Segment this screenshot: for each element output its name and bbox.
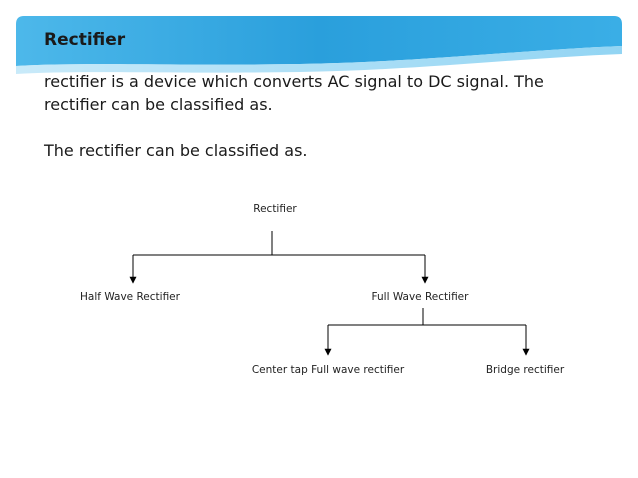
classification-paragraph: The rectifier can be classified as. <box>44 141 308 160</box>
node-center-tap-rectifier: Center tap Full wave rectifier <box>251 364 405 376</box>
node-half-wave-rectifier: Half Wave Rectifier <box>80 291 180 303</box>
node-bridge-rectifier: Bridge rectifier <box>485 364 565 376</box>
node-full-wave-rectifier: Full Wave Rectifier <box>371 291 469 303</box>
slide-title: Rectifier <box>44 30 126 50</box>
header-wave <box>16 46 622 74</box>
header-shape <box>16 16 622 66</box>
definition-paragraph: rectifier is a device which converts AC … <box>44 72 544 114</box>
node-rectifier: Rectifier <box>253 203 297 215</box>
header-band <box>16 16 622 74</box>
